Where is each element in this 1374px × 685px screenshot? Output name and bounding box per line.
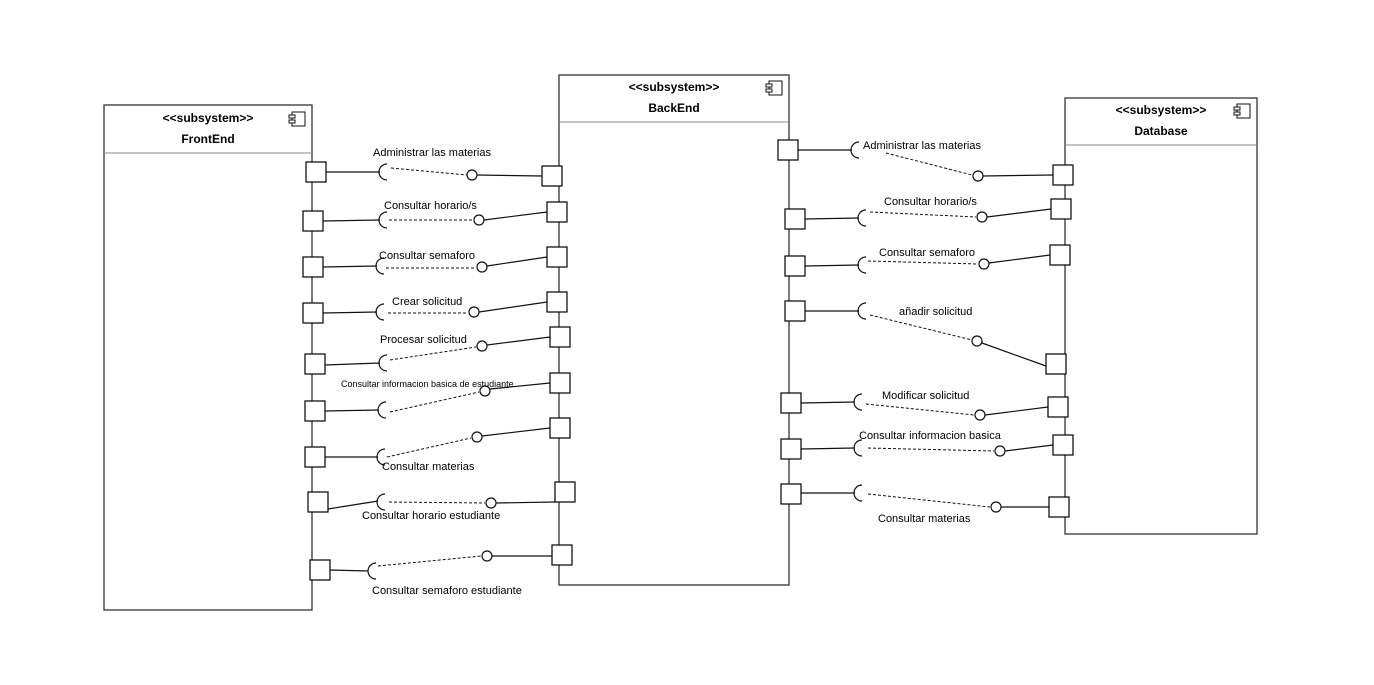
fb-connector-6[interactable]: Consultar informacion basica de estudian…: [304, 372, 571, 422]
backend-port[interactable]: [784, 255, 806, 277]
backend-subsystem[interactable]: <<subsystem>> BackEnd: [558, 74, 790, 586]
database-name: Database: [1134, 124, 1188, 138]
interface-label: Consultar informacion basica: [859, 430, 1002, 442]
backend-name: BackEnd: [648, 101, 699, 115]
backend-port[interactable]: [784, 300, 806, 322]
component-icon: [1233, 103, 1251, 119]
frontend-port[interactable]: [307, 491, 329, 513]
frontend-port[interactable]: [309, 559, 331, 581]
interface-label: Consultar materias: [878, 513, 971, 525]
fb-connector-8[interactable]: Consultar horario estudiante: [307, 481, 576, 522]
frontend-port[interactable]: [302, 302, 324, 324]
database-port[interactable]: [1050, 198, 1072, 220]
backend-port[interactable]: [551, 544, 573, 566]
fb-connector-4[interactable]: Crear solicitud: [302, 291, 568, 324]
frontend-port[interactable]: [302, 256, 324, 278]
backend-box: [558, 74, 790, 586]
database-box: [1064, 97, 1258, 535]
bd-connector-4[interactable]: añadir solicitud: [784, 300, 1067, 375]
database-port[interactable]: [1045, 353, 1067, 375]
interface-label: Crear solicitud: [392, 296, 462, 308]
frontend-port[interactable]: [304, 353, 326, 375]
interface-label: Administrar las materias: [863, 140, 981, 152]
backend-port[interactable]: [784, 208, 806, 230]
fb-connector-9[interactable]: Consultar semaforo estudiante: [309, 544, 573, 597]
fb-connector-1[interactable]: Administrar las materias: [305, 147, 563, 187]
frontend-subsystem[interactable]: <<subsystem>> FrontEnd: [103, 104, 313, 611]
interface-label: Consultar informacion basica de estudian…: [341, 379, 514, 389]
backend-port[interactable]: [780, 438, 802, 460]
interface-label: Modificar solicitud: [882, 390, 969, 402]
bd-connector-5[interactable]: Modificar solicitud: [780, 390, 1069, 421]
bd-connector-1[interactable]: Administrar las materias: [777, 139, 1074, 186]
fb-connector-7[interactable]: Consultar materias: [304, 417, 571, 473]
backend-port[interactable]: [546, 246, 568, 268]
backend-port[interactable]: [780, 483, 802, 505]
database-port[interactable]: [1052, 434, 1074, 456]
bd-connector-7[interactable]: Consultar materias: [780, 483, 1070, 525]
frontend-port[interactable]: [304, 400, 326, 422]
interface-label: Consultar horario estudiante: [362, 510, 500, 522]
backend-stereotype: <<subsystem>>: [629, 80, 720, 94]
interface-label: Procesar solicitud: [380, 334, 467, 346]
interface-label: Consultar horario/s: [884, 196, 977, 208]
backend-port[interactable]: [546, 291, 568, 313]
frontend-port[interactable]: [304, 446, 326, 468]
database-port[interactable]: [1047, 396, 1069, 418]
database-stereotype: <<subsystem>>: [1116, 103, 1207, 117]
backend-port[interactable]: [541, 165, 563, 187]
backend-port[interactable]: [546, 201, 568, 223]
bd-connector-6[interactable]: Consultar informacion basica: [780, 430, 1074, 460]
backend-port[interactable]: [549, 326, 571, 348]
fb-connector-5[interactable]: Procesar solicitud: [304, 326, 571, 375]
frontend-port[interactable]: [305, 161, 327, 183]
bd-connector-2[interactable]: Consultar horario/s: [784, 196, 1072, 230]
database-port[interactable]: [1048, 496, 1070, 518]
interface-label: Consultar materias: [382, 461, 475, 473]
component-icon: [288, 111, 306, 127]
database-subsystem[interactable]: <<subsystem>> Database: [1064, 97, 1258, 535]
frontend-stereotype: <<subsystem>>: [163, 111, 254, 125]
frontend-box: [103, 104, 313, 611]
frontend-name: FrontEnd: [181, 132, 234, 146]
interface-label: Consultar horario/s: [384, 200, 477, 212]
interface-label: Administrar las materias: [373, 147, 491, 159]
database-port[interactable]: [1049, 244, 1071, 266]
database-port[interactable]: [1052, 164, 1074, 186]
interface-label: Consultar semaforo estudiante: [372, 585, 522, 597]
interface-label: Consultar semaforo: [379, 250, 475, 262]
backend-port[interactable]: [549, 372, 571, 394]
component-icon: [765, 80, 783, 96]
backend-port[interactable]: [549, 417, 571, 439]
backend-port[interactable]: [777, 139, 799, 161]
bd-connector-3[interactable]: Consultar semaforo: [784, 244, 1071, 277]
interface-label: añadir solicitud: [899, 306, 972, 318]
fb-connector-3[interactable]: Consultar semaforo: [302, 246, 568, 278]
fb-connector-2[interactable]: Consultar horario/s: [302, 200, 568, 232]
frontend-port[interactable]: [302, 210, 324, 232]
interface-label: Consultar semaforo: [879, 247, 975, 259]
backend-port[interactable]: [780, 392, 802, 414]
backend-port[interactable]: [554, 481, 576, 503]
